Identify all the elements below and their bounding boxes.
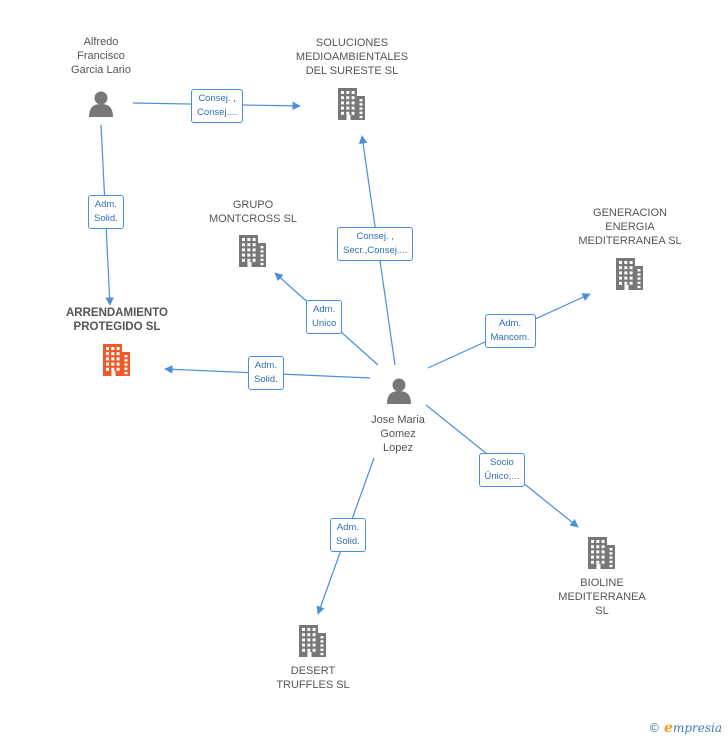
relation-label-jose-grupo: Adm. Unico — [306, 300, 343, 334]
node-label-generacion[interactable]: GENERACION ENERGIA MEDITERRANEA SL — [578, 207, 682, 247]
brand-initial: e — [664, 720, 673, 736]
building-icon-soluciones[interactable] — [338, 88, 365, 120]
footer-brand: © empresia — [648, 720, 722, 736]
building-icon-generacion[interactable] — [616, 258, 643, 290]
relation-label-jose-bioline: Socio Único,... — [478, 453, 526, 487]
relation-label-alfredo-soluciones: Consej. , Consej.... — [191, 89, 244, 123]
relation-label-jose-arrendamiento: Adm. Solid. — [248, 356, 284, 390]
brand-name: mpresia — [672, 721, 722, 735]
relation-label-alfredo-arrendamiento: Adm. Solid. — [88, 195, 124, 229]
copyright-symbol: © — [648, 721, 661, 735]
building-icon-arrendamiento[interactable] — [103, 344, 130, 376]
person-icon-jose[interactable] — [387, 378, 411, 405]
building-icon-desert[interactable] — [299, 625, 326, 657]
node-label-bioline[interactable]: BIOLINE MEDITERRANEA SL — [558, 577, 646, 617]
person-icon-alfredo[interactable] — [89, 91, 113, 118]
relation-label-jose-soluciones: Consej. , Secr.,Consej.... — [337, 227, 414, 261]
building-icon-grupo[interactable] — [239, 235, 266, 267]
node-label-arrendamiento[interactable]: ARRENDAMIENTO PROTEGIDO SL — [65, 307, 168, 333]
node-label-desert[interactable]: DESERT TRUFFLES SL — [276, 665, 350, 691]
building-icon-bioline[interactable] — [588, 537, 615, 569]
node-label-alfredo[interactable]: Alfredo Francisco Garcia Lario — [71, 36, 131, 76]
relation-label-jose-generacion: Adm. Mancom. — [484, 314, 536, 348]
relation-label-jose-desert: Adm. Solid. — [330, 518, 366, 552]
node-label-jose[interactable]: Jose Maria Gomez Lopez — [371, 414, 425, 454]
node-label-grupo[interactable]: GRUPO MONTCROSS SL — [208, 199, 297, 225]
node-label-soluciones[interactable]: SOLUCIONES MEDIOAMBIENTALES DEL SURESTE … — [295, 37, 409, 77]
